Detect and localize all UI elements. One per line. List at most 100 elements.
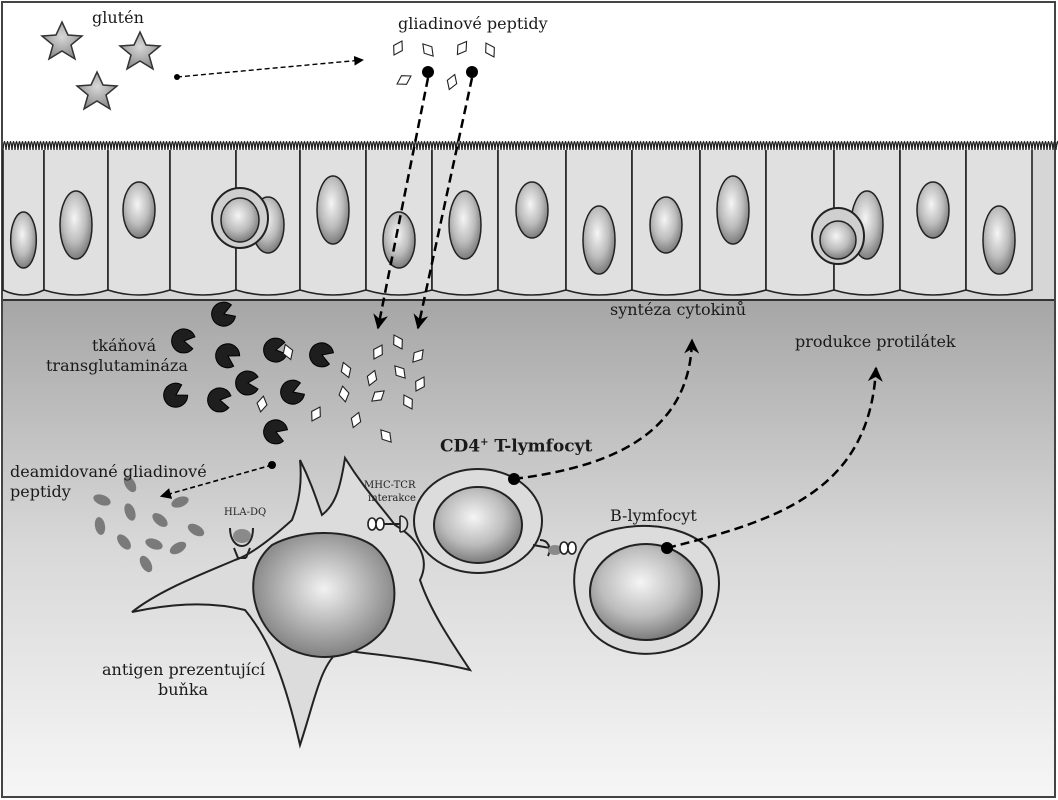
gliadin-peptide <box>396 75 412 85</box>
gliadin-peptide <box>256 395 268 413</box>
label-b-lymphocyte: B-lymfocyt <box>610 506 697 525</box>
gliadin-peptide <box>393 40 403 56</box>
deamidated-peptide <box>145 538 163 550</box>
enterocyte <box>765 150 835 296</box>
t-b-interaction <box>532 539 577 557</box>
hla-dq-receptor <box>229 527 254 559</box>
antibody-production-arrow <box>661 366 883 554</box>
label-apc-line2: buňka <box>158 680 209 699</box>
enterocyte-nucleus <box>649 196 683 254</box>
deamidated-peptide <box>187 523 205 537</box>
microvilli <box>2 140 1058 151</box>
transglutaminase-icon <box>163 382 189 408</box>
gliadin-peptide <box>393 334 403 350</box>
intraepithelial-lymphocyte <box>811 207 865 265</box>
gliadin-peptide <box>446 73 458 91</box>
deamidated-peptide <box>171 496 189 508</box>
deamidated-peptide <box>123 475 137 493</box>
transglutaminase-icon <box>171 328 196 354</box>
gliadin-peptide <box>422 43 434 57</box>
gliadin-peptide <box>394 365 406 379</box>
gliadin-peptide <box>340 361 352 379</box>
label-cd4-t-lymphocyte: CD4+ T-lymfocyt <box>440 433 592 457</box>
transglutaminase-icon <box>263 419 289 445</box>
enterocyte-nucleus <box>582 205 616 275</box>
deamidated-peptide <box>169 541 187 555</box>
gluten-star-icon <box>40 20 84 61</box>
gliadin-peptides <box>393 40 495 91</box>
deamidated-peptide <box>117 534 131 550</box>
gliadin-peptide <box>373 344 383 360</box>
deamidation-arrow <box>159 461 276 499</box>
gliadin-peptide <box>350 411 362 429</box>
label-antibody-production: produkce protilátek <box>795 332 956 351</box>
gluten-star-icon <box>118 30 162 71</box>
enterocyte-nucleus <box>316 175 350 245</box>
deamidated-peptides <box>93 475 205 573</box>
transglutaminase-icon <box>235 370 259 396</box>
tissue-transglutaminase <box>163 301 335 445</box>
label-apc-line1: antigen prezentující <box>102 660 265 679</box>
label-deamidated-line2: peptidy <box>10 482 71 501</box>
label-cd4: CD4 <box>440 436 481 457</box>
transglutaminase-icon <box>280 379 306 405</box>
transglutaminase-icon <box>309 342 335 368</box>
enterocyte-nucleus <box>916 181 950 239</box>
label-mhc-tcr-line2: interakce <box>368 493 416 504</box>
gluten-to-peptides-arrow <box>174 55 364 80</box>
label-hla-dq: HLA-DQ <box>224 507 267 518</box>
deamidated-peptide <box>139 555 153 573</box>
gliadin-peptide <box>415 376 425 392</box>
gliadin-peptides-tissue <box>256 334 425 443</box>
label-ttg-line2: transglutamináza <box>46 356 188 375</box>
gliadin-peptide <box>380 429 392 443</box>
cd4-t-lymphocyte <box>413 468 543 574</box>
gliadin-peptide <box>366 369 378 387</box>
label-cd4-sup: + <box>480 437 489 448</box>
cytokine-synthesis-arrow <box>508 338 700 485</box>
transglutaminase-icon <box>207 387 232 413</box>
enterocyte-nucleus <box>448 190 482 260</box>
gliadin-peptide <box>485 42 495 58</box>
label-gliadin-peptides: gliadinové peptidy <box>398 14 548 33</box>
label-gluten: glutén <box>92 8 144 27</box>
enterocytes <box>2 150 1033 296</box>
label-mhc-tcr-line1: MHC-TCR <box>364 480 416 491</box>
deamidated-peptide <box>124 503 136 521</box>
enterocyte-nucleus <box>982 205 1016 275</box>
enterocyte-nucleus <box>716 175 750 245</box>
label-deamidated-line1: deamidované gliadinové <box>10 462 207 481</box>
gliadin-peptide <box>456 40 468 56</box>
gliadin-peptide <box>371 390 385 402</box>
peptides-crossing-arrows <box>373 66 478 330</box>
enterocyte-nucleus <box>9 211 38 269</box>
enterocyte-nucleus <box>122 181 156 239</box>
transglutaminase-icon <box>211 301 237 327</box>
gliadin-peptide <box>311 406 321 422</box>
enterocyte-nucleus <box>382 211 416 269</box>
gliadin-peptide <box>338 385 350 403</box>
enterocyte <box>169 150 237 296</box>
label-ttg-line1: tkáňová <box>92 336 157 355</box>
label-t-lymphocyte: T-lymfocyt <box>488 436 593 457</box>
gliadin-peptide <box>403 394 413 410</box>
transglutaminase-icon <box>263 337 288 363</box>
enterocyte-nucleus <box>515 181 549 239</box>
label-cytokine-synthesis: syntéza cytokinů <box>610 300 746 319</box>
deamidated-peptide <box>152 513 168 527</box>
antigen-presenting-cell <box>131 455 473 749</box>
microvilli-border <box>2 140 1058 151</box>
gliadin-peptide <box>282 343 294 361</box>
intraepithelial-lymphocyte <box>211 187 269 249</box>
mhc-tcr-interaction <box>367 515 409 533</box>
transglutaminase-icon <box>215 343 241 369</box>
gluten-star-icon <box>75 70 119 111</box>
epithelium <box>2 140 1058 301</box>
gliadin-peptide <box>412 349 424 363</box>
deamidated-peptide <box>93 494 111 506</box>
deamidated-peptide <box>94 517 106 535</box>
b-lymphocyte <box>573 524 720 655</box>
enterocyte-nucleus <box>59 190 93 260</box>
